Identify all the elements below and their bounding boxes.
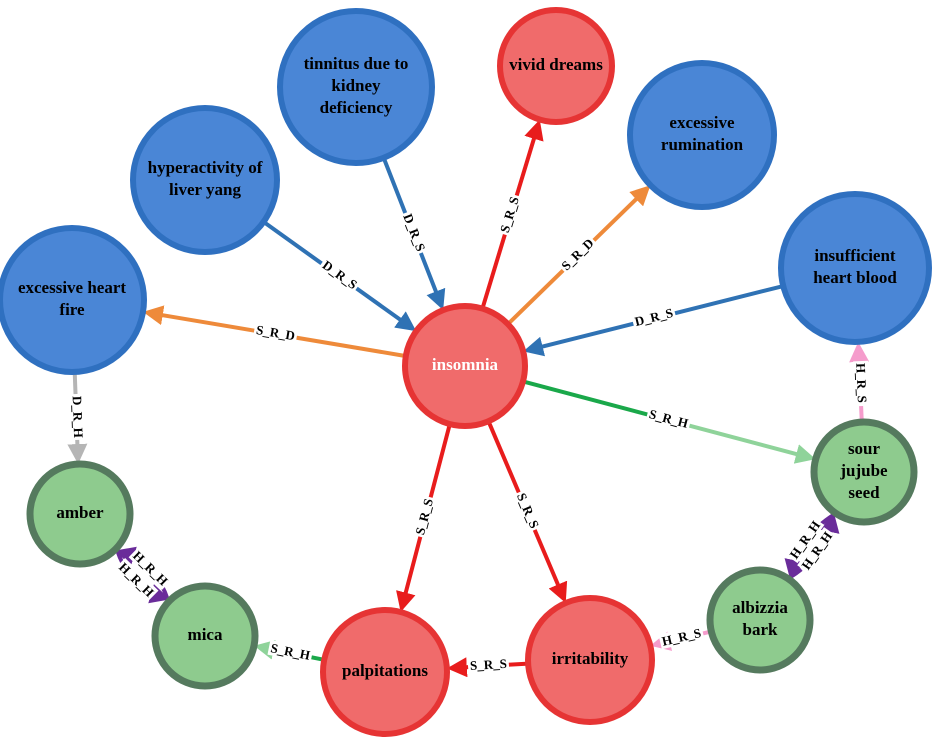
- node-irritability[interactable]: irritability: [525, 595, 655, 725]
- node-label: sour: [848, 439, 881, 458]
- node-circle: [277, 8, 435, 166]
- node-label: fire: [59, 300, 85, 319]
- node-circle: [402, 303, 528, 429]
- edge-label: S_R_S: [470, 656, 508, 673]
- node-label: heart blood: [813, 268, 897, 287]
- node-circle: [320, 607, 450, 737]
- node-circle: [0, 225, 147, 375]
- edge-label: S_R_S: [497, 195, 522, 235]
- node-rumination[interactable]: excessive rumination: [627, 60, 777, 210]
- edge-label-bg: [853, 360, 871, 406]
- node-label: insomnia: [432, 355, 499, 374]
- node-circle: [778, 191, 932, 345]
- edge-label-bg: [658, 624, 705, 650]
- edge-label: D_R_S: [633, 305, 674, 329]
- edge-line: [849, 341, 870, 421]
- node-circle: [810, 418, 918, 526]
- edge-label-layer: S_R_S S_R_D D_R_S D_R_S D_R_S S_R_D S_R_H S_R_S…: [69, 192, 871, 674]
- edge-label-bg: [631, 304, 677, 330]
- node-heart-fire[interactable]: excessive heart fire: [0, 225, 147, 375]
- node-amber[interactable]: amber: [26, 460, 134, 568]
- edge-label-bg: [556, 233, 599, 275]
- node-label: excessive heart: [18, 278, 126, 297]
- node-label: palpitations: [342, 661, 428, 680]
- node-tinnitus[interactable]: tinnitus due to kidney deficiency: [277, 8, 435, 166]
- edge-line-end: [667, 418, 816, 464]
- edge-label-bg: [253, 321, 299, 344]
- node-label: hyperactivity of: [148, 158, 263, 177]
- node-label: deficiency: [320, 98, 393, 117]
- node-label: mica: [188, 625, 223, 644]
- node-label: vivid dreams: [509, 55, 603, 74]
- node-label: liver yang: [169, 180, 241, 199]
- edge-label-bg: [797, 527, 837, 574]
- node-albizzia[interactable]: albizzia bark: [706, 566, 814, 674]
- node-label: tinnitus due to: [304, 54, 409, 73]
- node-circle: [497, 7, 615, 125]
- node-layer: insomnia vivid dreams palpitations irritabi…: [0, 7, 932, 737]
- node-circle: [26, 460, 134, 568]
- node-label: bark: [743, 620, 779, 639]
- edge-label: H_R_S: [660, 625, 702, 649]
- node-vivid-dreams[interactable]: vivid dreams: [497, 7, 615, 125]
- edge-label: S_R_H: [648, 406, 690, 431]
- edge-label: D_R_S: [400, 212, 428, 254]
- node-label: rumination: [661, 135, 744, 154]
- node-insomnia[interactable]: insomnia: [402, 303, 528, 429]
- edge-label: S_R_D: [255, 322, 296, 343]
- node-label: kidney: [331, 76, 381, 95]
- node-circle: [627, 60, 777, 210]
- node-palpitations[interactable]: palpitations: [320, 607, 450, 737]
- node-label: seed: [848, 483, 880, 502]
- edge-label: S_R_S: [514, 491, 542, 531]
- edge-label: S_R_H: [269, 640, 311, 663]
- edge-label-bg: [128, 546, 173, 590]
- node-heart-blood[interactable]: insufficient heart blood: [778, 191, 932, 345]
- edge-label-bg: [645, 405, 692, 432]
- node-label: excessive: [669, 113, 735, 132]
- edge-label-bg: [496, 192, 523, 237]
- node-circle: [151, 582, 259, 690]
- edge-label: S_R_S: [412, 497, 436, 536]
- edge-label-bg: [513, 488, 544, 533]
- edge-label-bg: [785, 516, 825, 564]
- node-label: insufficient: [814, 246, 896, 265]
- edge-label: S_R_D: [558, 235, 596, 273]
- node-label: irritability: [552, 649, 629, 668]
- edge-line-start: [524, 379, 669, 422]
- node-label: albizzia: [732, 598, 788, 617]
- node-circle: [130, 105, 280, 255]
- node-circle: [525, 595, 655, 725]
- node-mica[interactable]: mica: [151, 582, 259, 690]
- edge-label-bg: [114, 558, 159, 602]
- node-label: amber: [56, 503, 104, 522]
- edge-label-bg: [267, 639, 314, 664]
- node-jujube[interactable]: sour jujube seed: [810, 418, 918, 526]
- edge-jujube-to-heart-blood: [849, 341, 870, 421]
- edge-insomnia-to-jujube: [524, 379, 816, 464]
- node-circle: [706, 566, 814, 674]
- edge-label: D_R_H: [70, 396, 87, 438]
- edge-label-bg: [399, 209, 430, 256]
- edge-label-bg: [318, 256, 362, 294]
- edge-label: D_R_S: [320, 257, 360, 292]
- edge-label-bg: [69, 393, 87, 441]
- edge-label-bg: [467, 655, 510, 674]
- edge-label: H_R_S: [853, 363, 870, 403]
- node-label: jujube: [839, 461, 888, 480]
- edge-label-bg: [411, 495, 437, 539]
- node-liver-yang[interactable]: hyperactivity of liver yang: [130, 105, 280, 255]
